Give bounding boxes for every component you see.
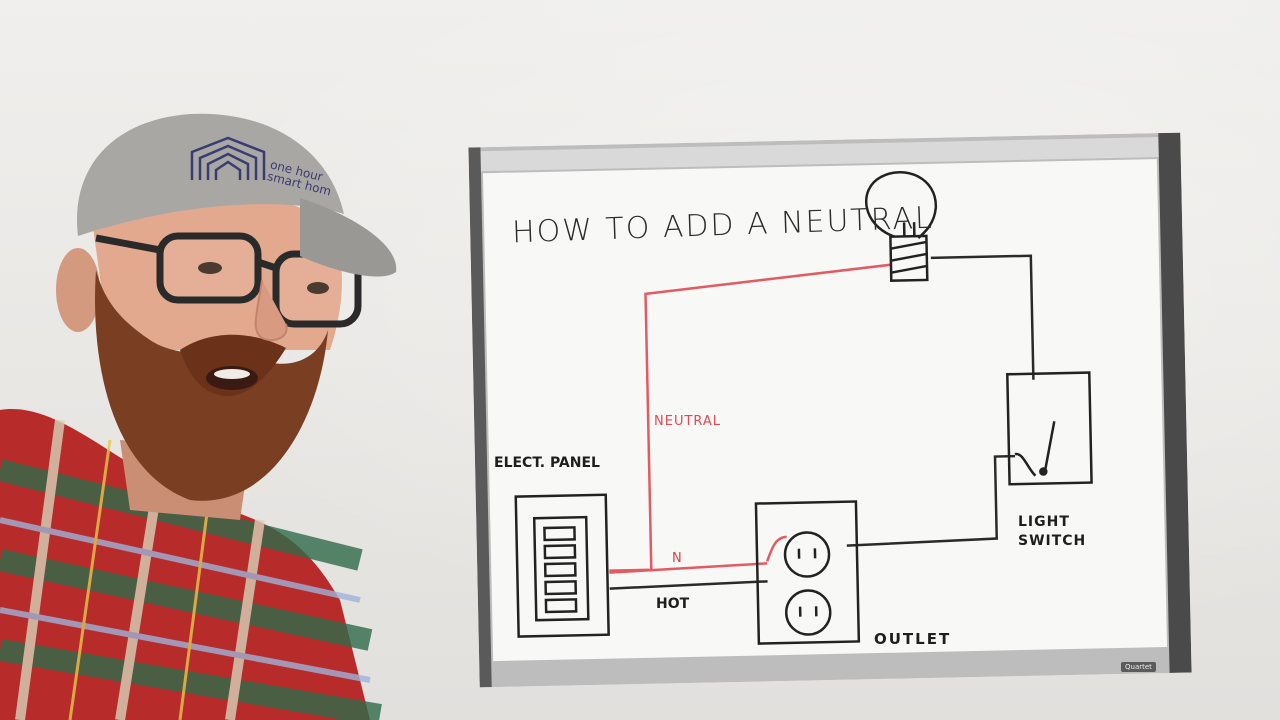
ear	[56, 248, 100, 332]
left-eye	[198, 262, 222, 274]
whiteboard-brand-badge: Quartet	[1121, 662, 1156, 672]
switch-label: SWITCH	[1018, 533, 1087, 549]
cap-crown	[76, 113, 344, 236]
whiteboard-drawing	[468, 132, 1192, 688]
presenter-figure	[0, 113, 397, 720]
neutral-wire	[609, 263, 892, 574]
plaid-pattern	[0, 419, 382, 720]
light-bulb-drawing	[865, 171, 938, 282]
presenter	[0, 0, 420, 720]
whiteboard-frame-left-cap	[468, 147, 492, 688]
outlet-label: OUTLET	[874, 630, 952, 648]
neutral-short-label: N	[672, 551, 682, 566]
outlet-drawing	[754, 500, 861, 645]
neutral-label: NEUTRAL	[654, 414, 722, 429]
hot-label: HOT	[656, 596, 690, 612]
panel-label: ELECT. PANEL	[494, 455, 600, 471]
house-arches-icon	[190, 136, 266, 180]
whiteboard-frame-right-cap	[1158, 132, 1192, 673]
right-eye	[307, 282, 329, 294]
electrical-panel-drawing	[514, 493, 610, 638]
teeth	[214, 369, 250, 379]
light-switch-drawing	[1006, 371, 1093, 486]
hot-wire	[609, 254, 1035, 590]
whiteboard	[468, 132, 1192, 688]
whiteboard-frame-top	[472, 136, 1177, 172]
cap-brim	[300, 198, 397, 277]
mustache	[180, 334, 286, 396]
nose	[254, 279, 288, 342]
light-label: LIGHT	[1018, 514, 1070, 530]
